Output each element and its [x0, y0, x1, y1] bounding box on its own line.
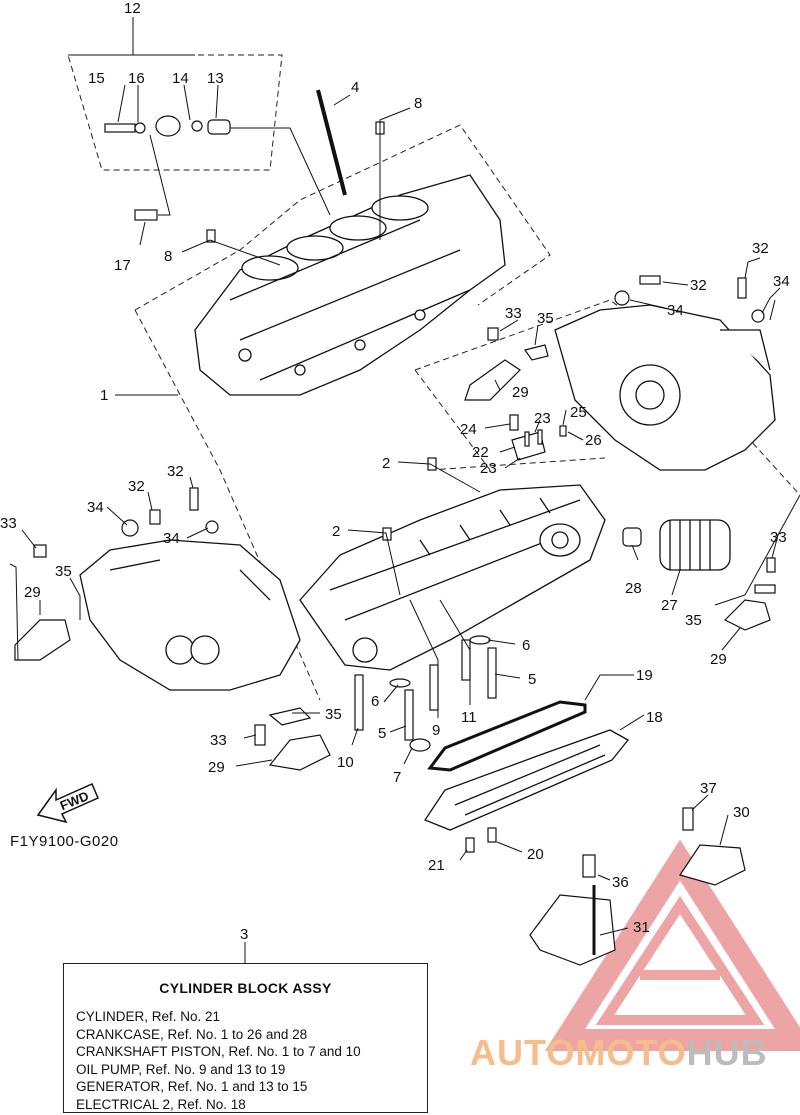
callout-27: 27 — [661, 597, 678, 614]
callout-17: 17 — [114, 257, 131, 274]
callout-35: 35 — [685, 612, 702, 629]
callout-20: 20 — [527, 846, 544, 863]
watermark-part2: HUB — [686, 1032, 768, 1073]
callout-35: 35 — [325, 706, 342, 723]
callout-16: 16 — [128, 70, 145, 87]
callout-36: 36 — [612, 874, 629, 891]
generator-cover-left — [79, 539, 301, 691]
assembly-line: CRANKCASE, Ref. No. 1 to 26 and 28 — [76, 1026, 308, 1042]
callout-24: 24 — [460, 421, 477, 438]
oil-pan — [424, 729, 629, 831]
watermark-text: AUTOMOTOHUB — [470, 1032, 768, 1074]
callout-15: 15 — [88, 70, 105, 87]
callout-23: 23 — [534, 410, 551, 427]
callout-32: 32 — [167, 463, 184, 480]
svg-text:FWD: FWD — [58, 788, 91, 813]
callout-14: 14 — [172, 70, 189, 87]
callout-29: 29 — [208, 759, 225, 776]
assembly-lines: CYLINDER, Ref. No. 21 CRANKCASE, Ref. No… — [76, 1008, 361, 1113]
callout-22: 22 — [472, 444, 489, 461]
callout-2: 2 — [382, 455, 390, 472]
callout-31: 31 — [633, 919, 650, 936]
callout-29: 29 — [710, 651, 727, 668]
callout-32: 32 — [690, 277, 707, 294]
diagram-ref-code: F1Y9100-G020 — [10, 833, 119, 850]
callout-8: 8 — [164, 248, 172, 265]
group-box-12 — [67, 54, 283, 171]
oil-pan-gasket — [427, 700, 587, 772]
callout-7: 7 — [393, 769, 401, 786]
watermark-part1: AUTOMOTO — [470, 1032, 687, 1073]
callout-9: 9 — [432, 722, 440, 739]
callout-4: 4 — [351, 79, 359, 96]
assembly-info-box: CYLINDER BLOCK ASSY CYLINDER, Ref. No. 2… — [63, 963, 428, 1113]
assembly-line: ELECTRICAL 2, Ref. No. 18 — [76, 1096, 246, 1112]
callout-29: 29 — [512, 384, 529, 401]
callout-29: 29 — [24, 584, 41, 601]
leader-lines — [9, 17, 800, 963]
callout-35: 35 — [537, 310, 554, 327]
callout-33: 33 — [770, 529, 787, 546]
generator-cover-right — [554, 304, 776, 471]
callout-37: 37 — [700, 780, 717, 797]
callout-21: 21 — [428, 857, 445, 874]
callout-35: 35 — [55, 563, 72, 580]
callout-labels: 12 15 16 14 13 17 4 8 8 1 32 32 34 34 33… — [0, 0, 790, 943]
callout-3: 3 — [240, 926, 248, 943]
callout-6: 6 — [522, 637, 530, 654]
callout-23: 23 — [480, 460, 497, 477]
assembly-line: CYLINDER, Ref. No. 21 — [76, 1009, 221, 1024]
callout-8: 8 — [414, 95, 422, 112]
assembly-line: GENERATOR, Ref. No. 1 and 13 to 15 — [76, 1079, 308, 1094]
callout-5: 5 — [528, 671, 536, 688]
callout-13: 13 — [207, 70, 224, 87]
callout-33: 33 — [0, 515, 17, 532]
callout-34: 34 — [773, 273, 790, 290]
callout-33: 33 — [505, 305, 522, 322]
callout-32: 32 — [752, 240, 769, 257]
callout-12: 12 — [124, 0, 141, 17]
callout-33: 33 — [210, 732, 227, 749]
callout-1: 1 — [100, 387, 108, 404]
callout-2: 2 — [332, 523, 340, 540]
callout-34: 34 — [163, 530, 180, 547]
callout-18: 18 — [646, 709, 663, 726]
crankcase-lower — [299, 484, 606, 671]
callout-11: 11 — [461, 709, 477, 726]
cylinder-block — [194, 174, 506, 396]
callout-32: 32 — [128, 478, 145, 495]
callout-28: 28 — [625, 580, 642, 597]
callout-30: 30 — [733, 804, 750, 821]
fwd-arrow: FWD — [36, 783, 99, 824]
callout-5: 5 — [378, 725, 386, 742]
assembly-line: OIL PUMP, Ref. No. 9 and 13 to 19 — [76, 1061, 286, 1077]
callout-34: 34 — [87, 499, 104, 516]
callout-19: 19 — [636, 667, 653, 684]
callout-26: 26 — [585, 432, 602, 449]
callout-6: 6 — [371, 693, 379, 710]
watermark-logo — [544, 839, 800, 1051]
assembly-line: CRANKSHAFT PISTON, Ref. No. 1 to 7 and 1… — [76, 1044, 361, 1059]
callout-34: 34 — [667, 302, 684, 319]
fasteners — [33, 89, 776, 955]
assembly-title: CYLINDER BLOCK ASSY — [159, 980, 332, 996]
callout-10: 10 — [337, 754, 354, 771]
callout-25: 25 — [570, 404, 587, 421]
oil-filter — [659, 519, 731, 571]
